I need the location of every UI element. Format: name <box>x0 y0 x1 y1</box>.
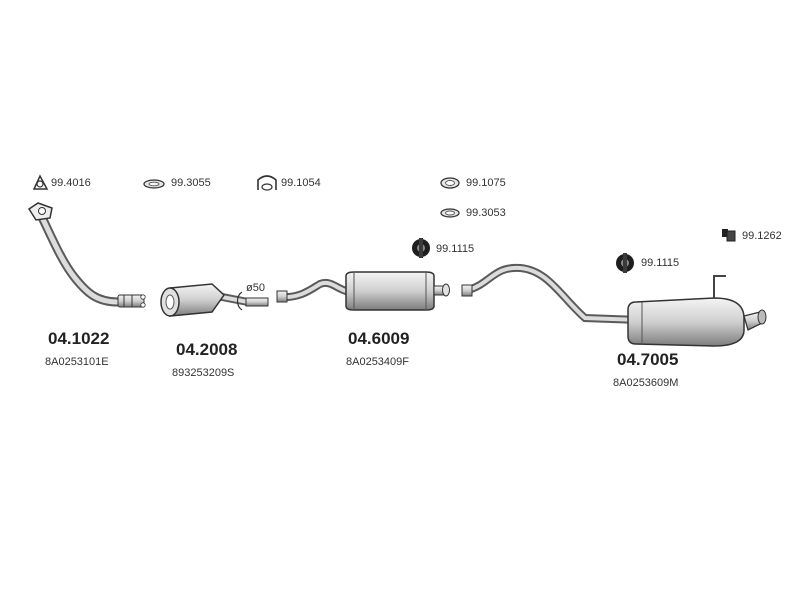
part-number: 04.1022 <box>48 329 110 348</box>
rear-silencer-part <box>461 263 767 347</box>
middle-silencer-part <box>276 271 450 311</box>
accessory-label-bracket: 99.1262 <box>742 230 782 242</box>
bracket-icon <box>722 229 736 242</box>
accessory-label-ring: 99.1075 <box>466 177 506 189</box>
rubber-mount-icon <box>616 253 634 273</box>
accessory-label-clamp: 99.1054 <box>281 177 321 189</box>
rubber-mount-icon <box>412 238 430 258</box>
part-number: 04.7005 <box>617 350 679 369</box>
accessory-label-mount: 99.1115 <box>436 243 475 255</box>
diameter-label: ø50 <box>246 282 265 294</box>
sealing-ring-icon <box>143 179 165 189</box>
accessory-label-ring: 99.3053 <box>466 207 506 219</box>
part-number: 04.2008 <box>176 340 238 359</box>
accessory-label-mount: 99.1115 <box>641 257 680 269</box>
front-pipe-part <box>27 202 146 308</box>
accessory-label-ring: 99.3055 <box>171 177 211 189</box>
accessory-label-gasket: 99.4016 <box>51 177 91 189</box>
oe-number: 893253209S <box>172 367 235 379</box>
oe-number: 8A0253609M <box>613 377 679 389</box>
clamp-icon <box>257 175 277 191</box>
part-number: 04.6009 <box>348 329 410 348</box>
sealing-ring-icon <box>440 208 460 218</box>
catalytic-converter-part <box>160 283 269 317</box>
gasket-icon <box>32 174 49 190</box>
sealing-ring-icon <box>440 177 460 189</box>
oe-number: 8A0253409F <box>346 356 409 368</box>
oe-number: 8A0253101E <box>45 356 109 368</box>
